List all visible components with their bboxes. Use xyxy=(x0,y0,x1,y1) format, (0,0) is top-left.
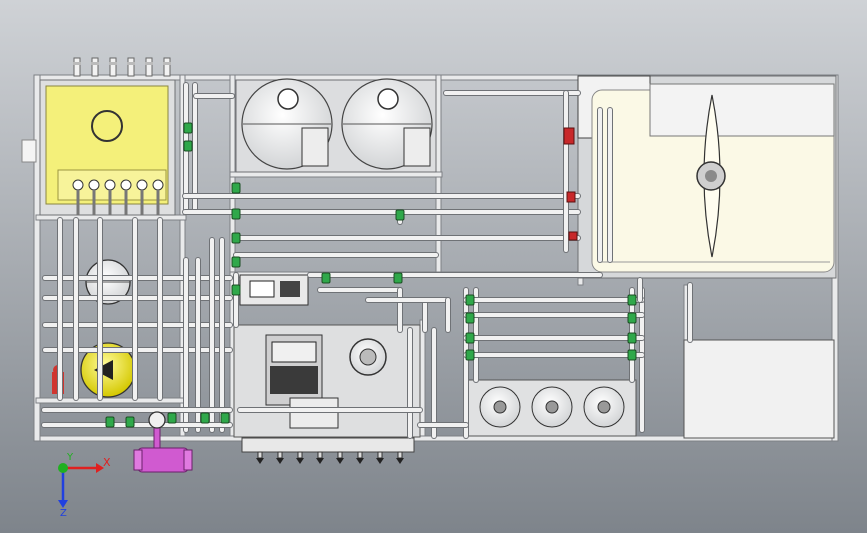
top-fitting xyxy=(163,57,171,77)
top-fitting-collar xyxy=(163,62,171,65)
manifold-nozzle xyxy=(296,458,304,464)
top-fitting xyxy=(73,57,81,77)
pipe-fitting xyxy=(220,412,230,424)
pipe-fitting xyxy=(231,256,241,268)
cabinet-port xyxy=(120,179,132,191)
top-fitting-collar xyxy=(109,62,117,65)
pipe-fitting xyxy=(167,412,177,424)
pipe-fitting xyxy=(627,294,637,306)
cabinet-ports xyxy=(72,179,164,215)
control-cabinet xyxy=(21,79,176,216)
pipe-fitting xyxy=(465,349,475,361)
manifold-nozzle-stem xyxy=(337,451,343,459)
pipe-fitting xyxy=(183,122,193,134)
cabinet-port xyxy=(152,179,164,191)
manifold-nozzle-stem xyxy=(377,451,383,459)
manifold-nozzles xyxy=(256,451,404,464)
top-fitting-collar xyxy=(91,62,99,65)
pipe-fitting xyxy=(231,284,241,296)
top-fitting-collar xyxy=(127,62,135,65)
mixing-tank xyxy=(577,75,837,279)
manifold-nozzle-stem xyxy=(297,451,303,459)
triad-z-label: Z xyxy=(60,508,67,519)
manifold-nozzle-stem xyxy=(277,451,283,459)
green-fittings xyxy=(105,122,637,428)
triad-x-label: X xyxy=(103,456,111,469)
pipe-fitting xyxy=(125,416,135,428)
filters xyxy=(479,386,625,428)
coordinate-triad: X Y Z xyxy=(58,452,111,519)
cabinet-port xyxy=(104,179,116,191)
pipe-fitting xyxy=(627,349,637,361)
pipe-fitting xyxy=(183,140,193,152)
electrical-box xyxy=(683,339,835,439)
filter-cap xyxy=(545,400,559,414)
manifold-nozzle-stem xyxy=(257,451,263,459)
pipe-fitting xyxy=(200,412,210,424)
top-fitting xyxy=(145,57,153,77)
pipe-fitting xyxy=(393,272,403,284)
top-fitting-collar xyxy=(145,62,153,65)
skid-frame xyxy=(33,74,839,442)
manifold-nozzle xyxy=(256,458,264,464)
manifold-nozzle xyxy=(336,458,344,464)
manifold-nozzle xyxy=(396,458,404,464)
pump-skid xyxy=(233,274,421,438)
pipe-fitting xyxy=(465,294,475,306)
manifold-nozzle xyxy=(376,458,384,464)
pipe-fitting xyxy=(395,209,405,221)
pipe-fitting xyxy=(627,332,637,344)
pipe-fitting xyxy=(465,312,475,324)
pipe-fitting xyxy=(231,182,241,194)
top-fitting xyxy=(127,57,135,77)
manifold-nozzle-stem xyxy=(397,451,403,459)
pipe-fitting xyxy=(231,208,241,220)
manifold-nozzle xyxy=(316,458,324,464)
pipe-fitting xyxy=(465,332,475,344)
triad-y-label: Y xyxy=(66,452,74,463)
pipe-fitting xyxy=(627,312,637,324)
manifold-nozzle xyxy=(356,458,364,464)
filter-cap xyxy=(493,400,507,414)
filter-cap xyxy=(597,400,611,414)
pipe-fitting xyxy=(231,232,241,244)
outlet-manifold xyxy=(241,437,415,453)
top-fitting xyxy=(91,57,99,77)
storage-tanks xyxy=(235,78,437,173)
pipe-fitting xyxy=(105,416,115,428)
top-fittings xyxy=(73,57,171,77)
pipe-fitting xyxy=(321,272,331,284)
inlet-valve xyxy=(133,411,193,473)
cabinet-port xyxy=(136,179,148,191)
cabinet-port xyxy=(88,179,100,191)
top-fitting xyxy=(109,57,117,77)
red-valves xyxy=(563,127,578,241)
cabinet-port xyxy=(72,179,84,191)
manifold-nozzle-stem xyxy=(317,451,323,459)
manifold-nozzle-stem xyxy=(357,451,363,459)
manifold-nozzle xyxy=(276,458,284,464)
top-fitting-collar xyxy=(73,62,81,65)
